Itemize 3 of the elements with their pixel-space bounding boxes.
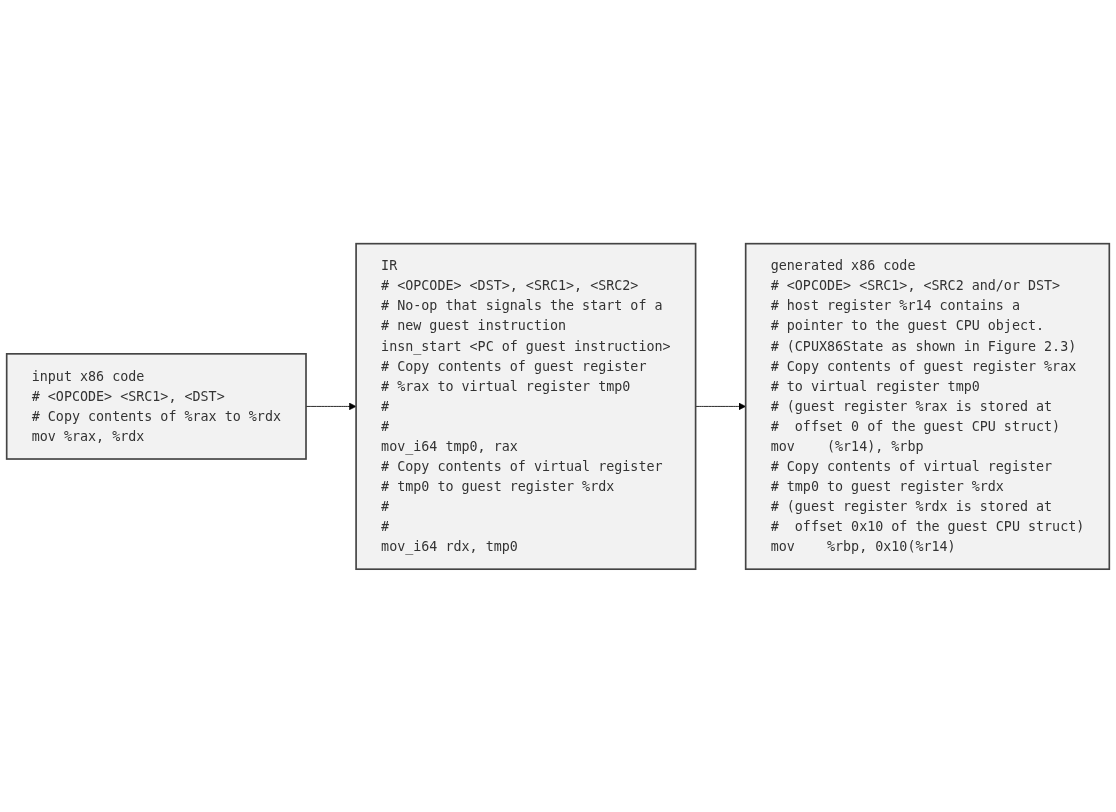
node-box: IR # <OPCODE> <DST>, <SRC1>, <SRC2> # No-op that signals the start of a # new guest instruction insn_start <PC of guest instruction> # Copy contents of guest register # %rax to virtual register tmp0 # # mov_i64 tmp0, rax # Copy contents of virtual register # tmp0 to guest register %rdx # # mov_i64 rdx, tmp0 xyxy=(355,242,697,570)
node-box: input x86 code # <OPCODE> <SRC1>, <DST> # Copy contents of %rax to %rdx mov %rax, %rdx xyxy=(5,352,307,460)
node-box: generated x86 code # <OPCODE> <SRC1>, <SRC2 and/or DST> # host register %r14 contains a # pointer to the guest CPU object. # (CPUX86State as shown in Figure 2.3) # Copy contents of guest register %rax # to virtual register tmp0 # (guest register %rax is stored at # offset 0 of the guest CPU struct) mov (%r14), %rbp # Copy contents of virtual register # tmp0 to guest register %rdx # (guest register %rdx is stored at # offset 0x10 of the guest CPU struct) mov %rbp, 0x10(%r14) xyxy=(744,242,1111,570)
